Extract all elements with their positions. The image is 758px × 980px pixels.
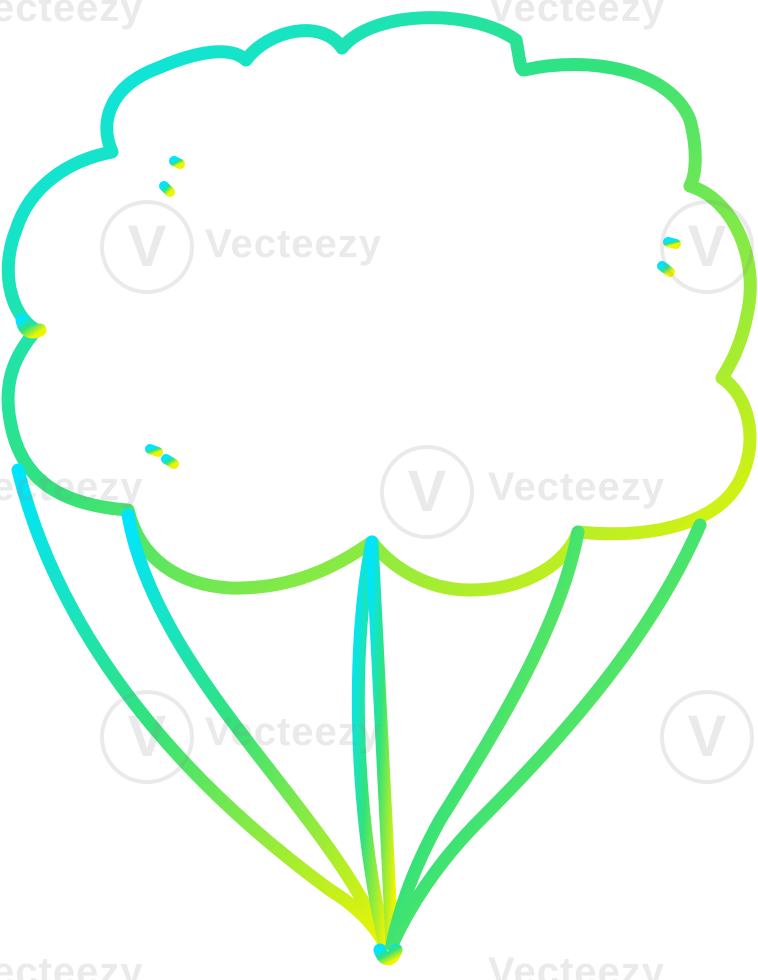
watermark-logo-icon: V	[660, 200, 754, 294]
ribbon-left-inner	[121, 508, 392, 952]
ribbon-center-left	[351, 535, 392, 952]
cloud-fold-left	[15, 313, 47, 339]
watermark-logo-icon: V	[660, 690, 754, 784]
ribbon-left-outer	[11, 463, 392, 952]
highlight-dash	[161, 454, 179, 469]
watermark-text: Vecteezy	[488, 950, 666, 980]
watermark-text: Vecteezy	[488, 465, 666, 509]
watermark-text-partial: ecteezy	[0, 0, 144, 30]
watermark-logo-icon: V	[100, 200, 194, 294]
ribbon-right-outer	[385, 518, 707, 952]
highlight-dash	[145, 444, 163, 457]
watermark-text-partial: ecteezy	[0, 465, 144, 509]
cloud-outline	[1, 11, 757, 597]
watermark-logo-icon: V	[100, 690, 194, 784]
watermark-text-partial: ecteezy	[0, 950, 144, 980]
watermark-text: Vecteezy	[488, 0, 666, 30]
ribbon-center-right	[365, 535, 399, 952]
watermark-logo-icon: V	[380, 445, 474, 539]
watermark-text: Vecteezy	[205, 222, 383, 266]
ribbon-tip	[373, 943, 403, 966]
highlight-dash	[159, 181, 175, 197]
watermark-text: Vecteezy	[205, 710, 383, 754]
ribbon-right-inner	[385, 525, 585, 952]
highlight-dash	[169, 156, 185, 169]
